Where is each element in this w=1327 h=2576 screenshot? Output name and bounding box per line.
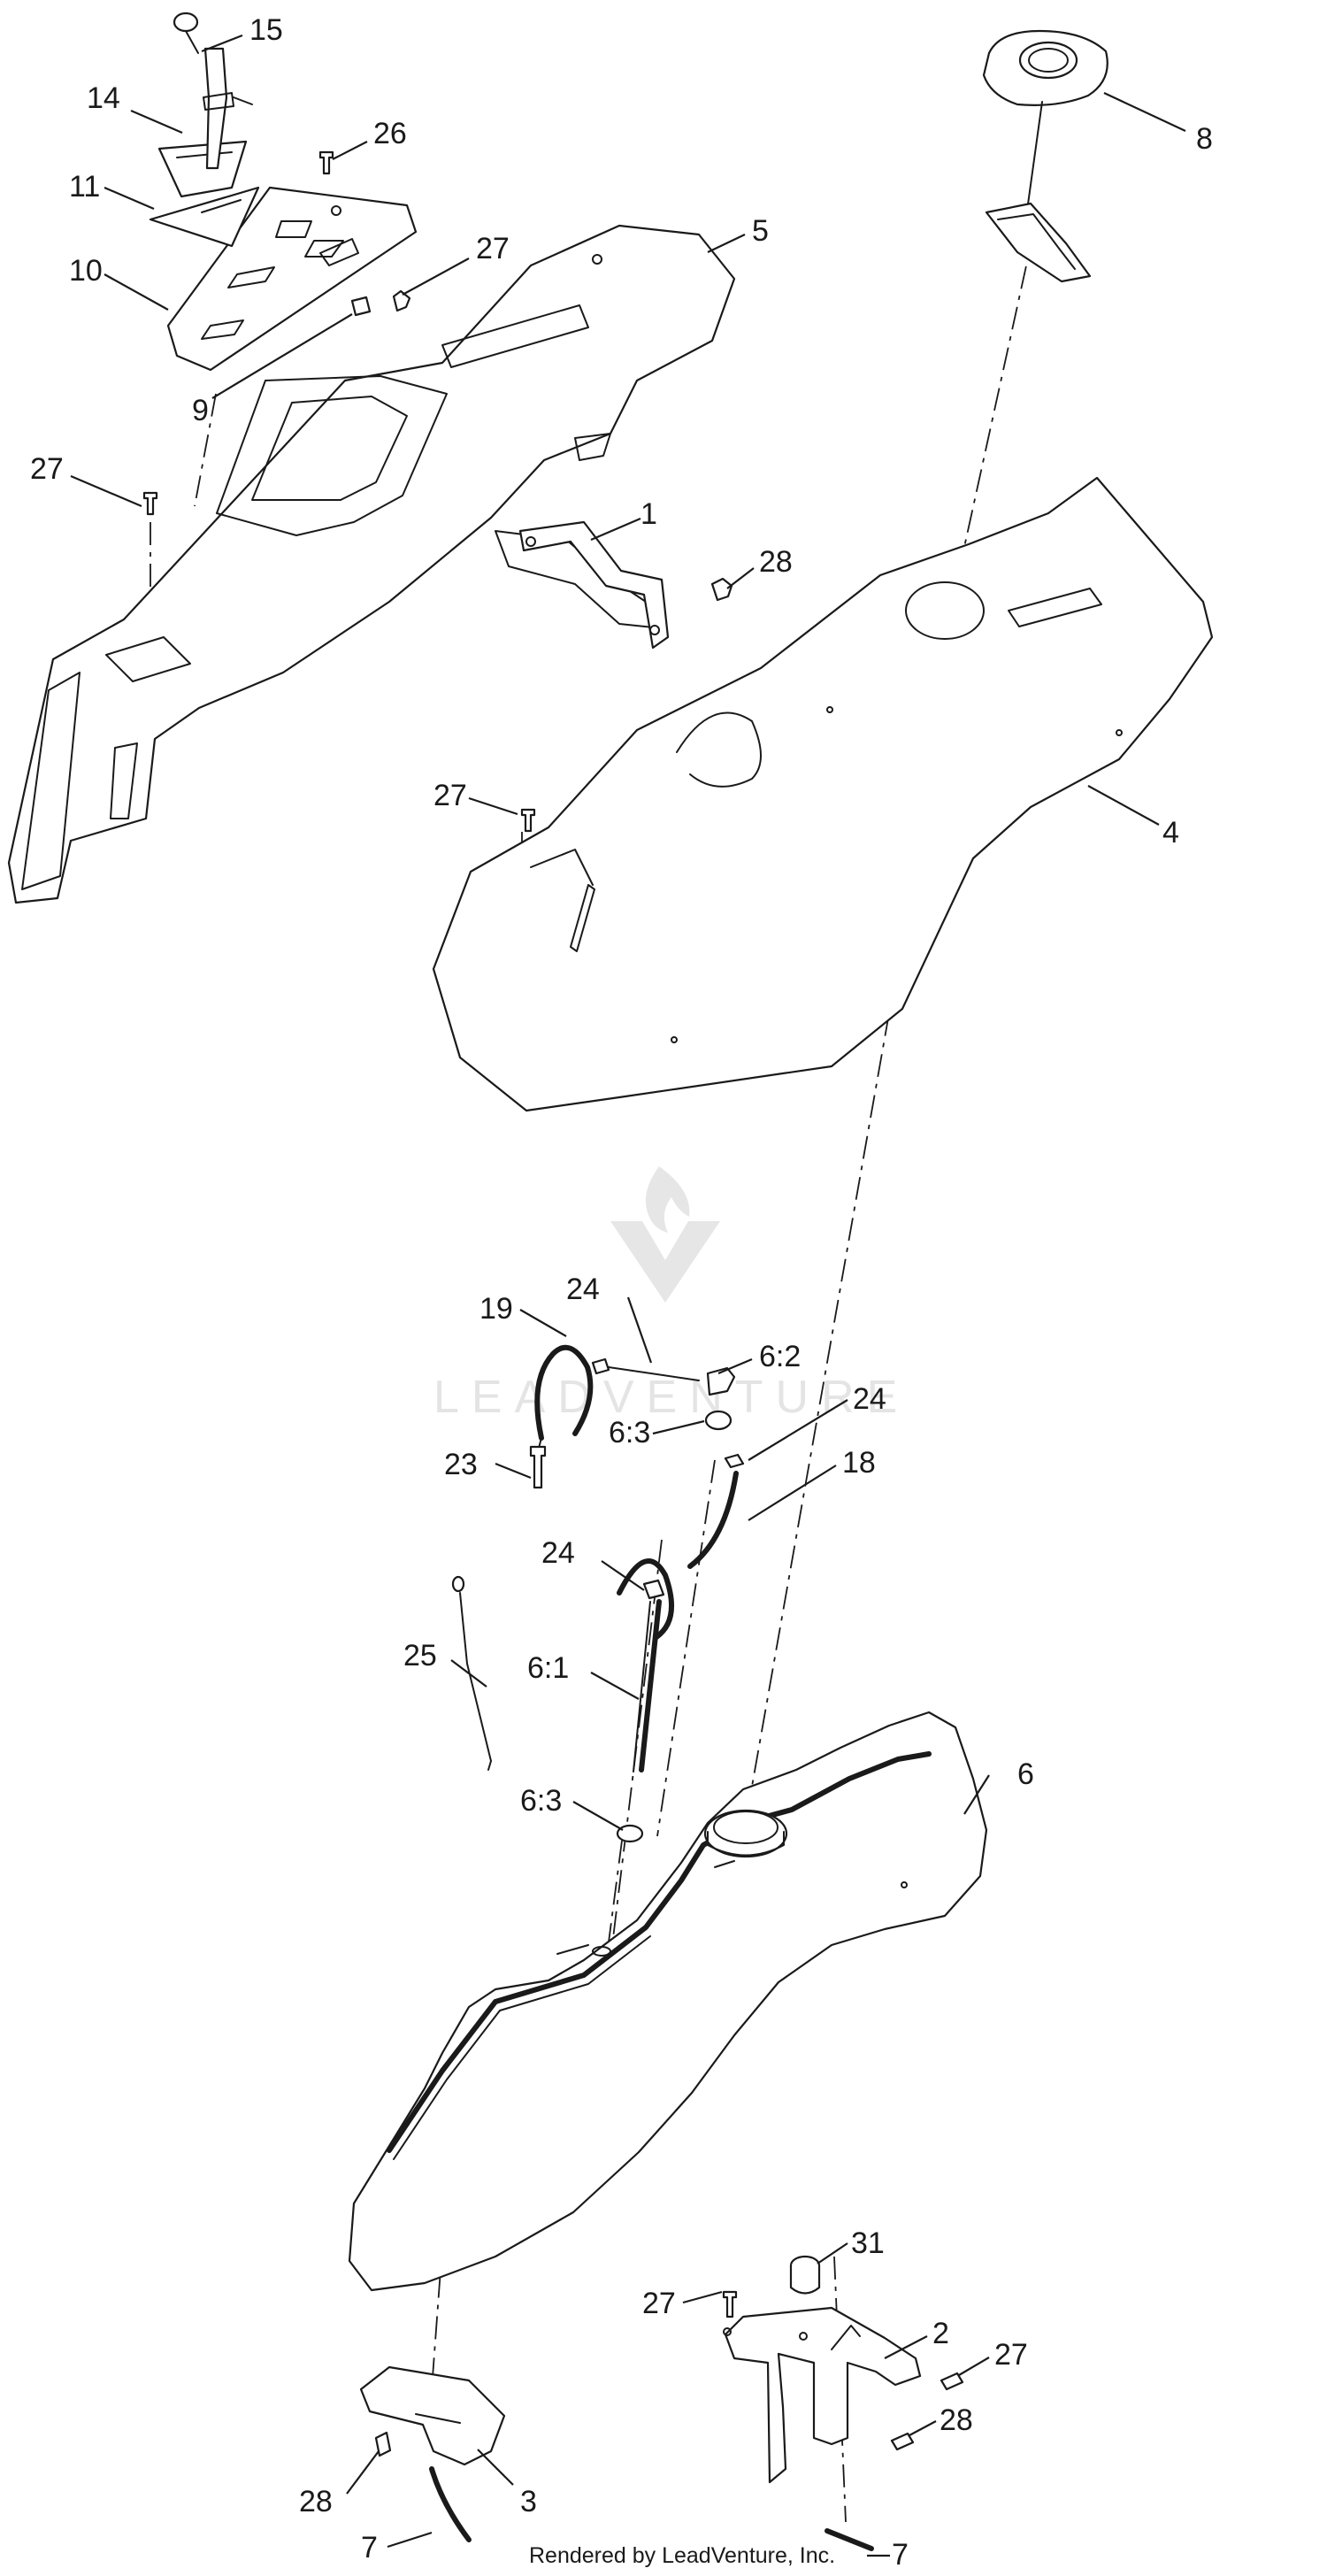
callout-14: 14 [87, 81, 120, 115]
callout-28: 28 [299, 2485, 333, 2518]
console-panel-part-5 [7, 224, 736, 904]
callout-4: 4 [1162, 816, 1179, 850]
screws-upper [142, 150, 733, 833]
callout-6-2: 6:2 [759, 1340, 801, 1373]
callout-24: 24 [853, 1382, 886, 1416]
decal-part-11 [149, 186, 260, 248]
watermark-text: LEADVENTURE [433, 1372, 909, 1423]
callout-6-1: 6:1 [527, 1651, 569, 1685]
callout-1: 1 [640, 497, 657, 531]
callout-7: 7 [892, 2538, 909, 2572]
callout-27: 27 [476, 232, 510, 265]
bracket-part-1 [518, 520, 670, 650]
fuel-cap-part-8 [982, 29, 1108, 283]
callout-23: 23 [444, 1448, 478, 1481]
callout-2: 2 [932, 2317, 949, 2350]
callout-9: 9 [192, 394, 209, 427]
callout-6-3: 6:3 [520, 1784, 562, 1818]
callout-labels: 15 14 26 11 10 27 5 9 27 1 28 8 27 4 19 … [30, 13, 1213, 2572]
callout-5: 5 [752, 214, 769, 248]
callout-7: 7 [361, 2531, 378, 2564]
callout-11: 11 [69, 170, 100, 204]
callout-24: 24 [566, 1273, 600, 1306]
leader-lines [70, 34, 1186, 2557]
callout-27: 27 [433, 779, 467, 812]
callout-15: 15 [249, 13, 283, 47]
clip-part-9 [350, 296, 372, 317]
fuel-tank-part-6 [348, 1711, 988, 2292]
callout-27: 27 [642, 2287, 676, 2320]
callout-6: 6 [1017, 1757, 1034, 1791]
callout-28: 28 [759, 545, 793, 579]
rear-bracket-part-2 [722, 2255, 964, 2484]
callout-24: 24 [541, 1536, 575, 1570]
callout-8: 8 [1196, 122, 1213, 156]
callout-25: 25 [403, 1639, 437, 1672]
callout-27: 27 [994, 2338, 1028, 2372]
watermark: LEADVENTURE [433, 1166, 909, 1423]
callout-18: 18 [842, 1446, 876, 1480]
fuel-hose-assembly [451, 1344, 745, 1843]
tank-shroud-part-4 [432, 476, 1214, 1112]
callout-26: 26 [373, 117, 407, 150]
flame-v-logo-icon [610, 1166, 720, 1303]
control-plate-part-10 [166, 186, 418, 372]
callout-10: 10 [69, 254, 103, 288]
callout-27: 27 [30, 452, 64, 486]
tank-support-part-3 [359, 2365, 874, 2551]
callout-6-3: 6:3 [609, 1416, 650, 1449]
throttle-lever-part-14-15 [157, 12, 253, 198]
callout-31: 31 [851, 2226, 885, 2260]
callout-19: 19 [479, 1292, 513, 1326]
callout-3: 3 [520, 2485, 537, 2518]
footer-credit: Rendered by LeadVenture, Inc. [529, 2543, 835, 2568]
callout-28: 28 [940, 2403, 973, 2437]
